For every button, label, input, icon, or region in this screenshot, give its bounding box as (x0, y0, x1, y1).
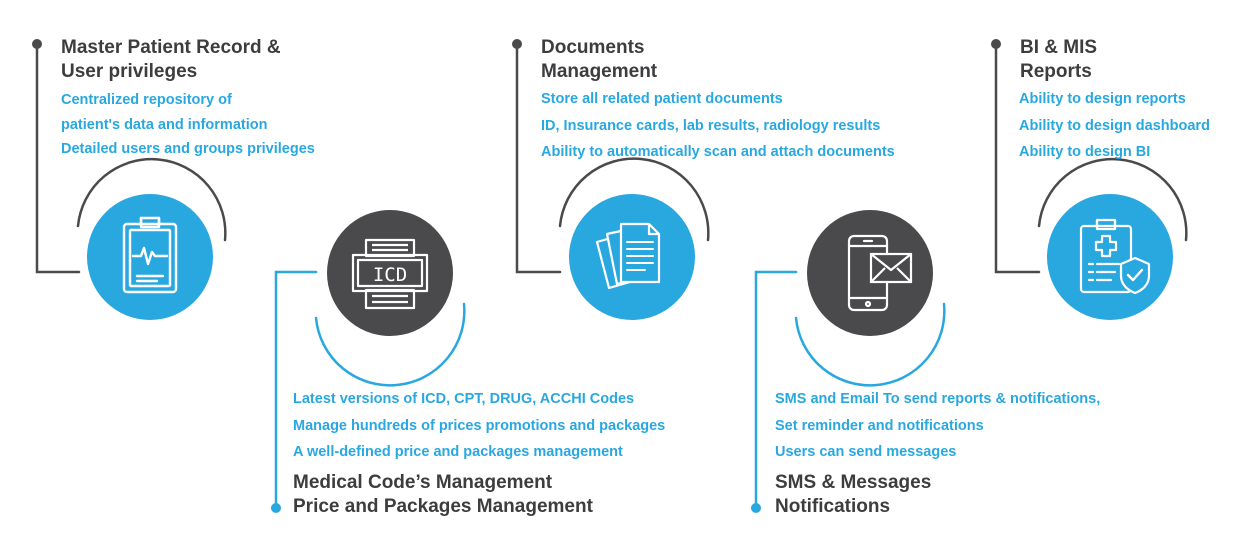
circle-patient-record (87, 194, 213, 320)
dot-1 (32, 39, 42, 49)
dot-2 (271, 503, 281, 513)
dot-5 (991, 39, 1001, 49)
connector-line-2 (274, 270, 318, 510)
ring-arc-4 (794, 302, 946, 387)
module-title-medical-codes: Medical Code’s Management Price and Pack… (293, 472, 593, 517)
connector-line-4 (754, 270, 798, 510)
circle-sms (807, 210, 933, 336)
connector-line-3 (515, 42, 562, 274)
ring-arc-1 (76, 158, 227, 242)
ring-arc-2 (314, 302, 466, 387)
icd-codes-icon: ICD (351, 238, 429, 310)
module-title-documents: Documents Management (541, 37, 658, 82)
module-bullets-documents: Store all related patient documents ID, … (541, 91, 895, 160)
clipboard-heartbeat-icon (122, 216, 178, 294)
connector-line-5 (994, 42, 1041, 274)
module-title-bi-reports: BI & MIS Reports (1020, 37, 1098, 82)
dot-4 (751, 503, 761, 513)
phone-mail-icon (847, 234, 913, 312)
module-bullets-patient-record: Centralized repository of patient's data… (61, 92, 315, 157)
ring-arc-3 (558, 157, 710, 242)
ring-arc-5 (1037, 158, 1188, 242)
connector-line-1 (35, 42, 81, 274)
circle-bi-reports (1047, 194, 1173, 320)
module-title-sms: SMS & Messages Notifications (775, 472, 932, 517)
circle-medical-codes: ICD (327, 210, 453, 336)
module-title-patient-record: Master Patient Record & User privileges (61, 37, 281, 82)
icd-label: ICD (373, 264, 407, 286)
module-bullets-sms: SMS and Email To send reports & notifica… (775, 391, 1101, 460)
module-bullets-medical-codes: Latest versions of ICD, CPT, DRUG, ACCHI… (293, 391, 666, 460)
module-bullets-bi-reports: Ability to design reports Ability to des… (1019, 91, 1210, 160)
documents-icon (595, 222, 661, 290)
medical-report-shield-icon (1079, 218, 1151, 295)
circle-documents (569, 194, 695, 320)
dot-3 (512, 39, 522, 49)
